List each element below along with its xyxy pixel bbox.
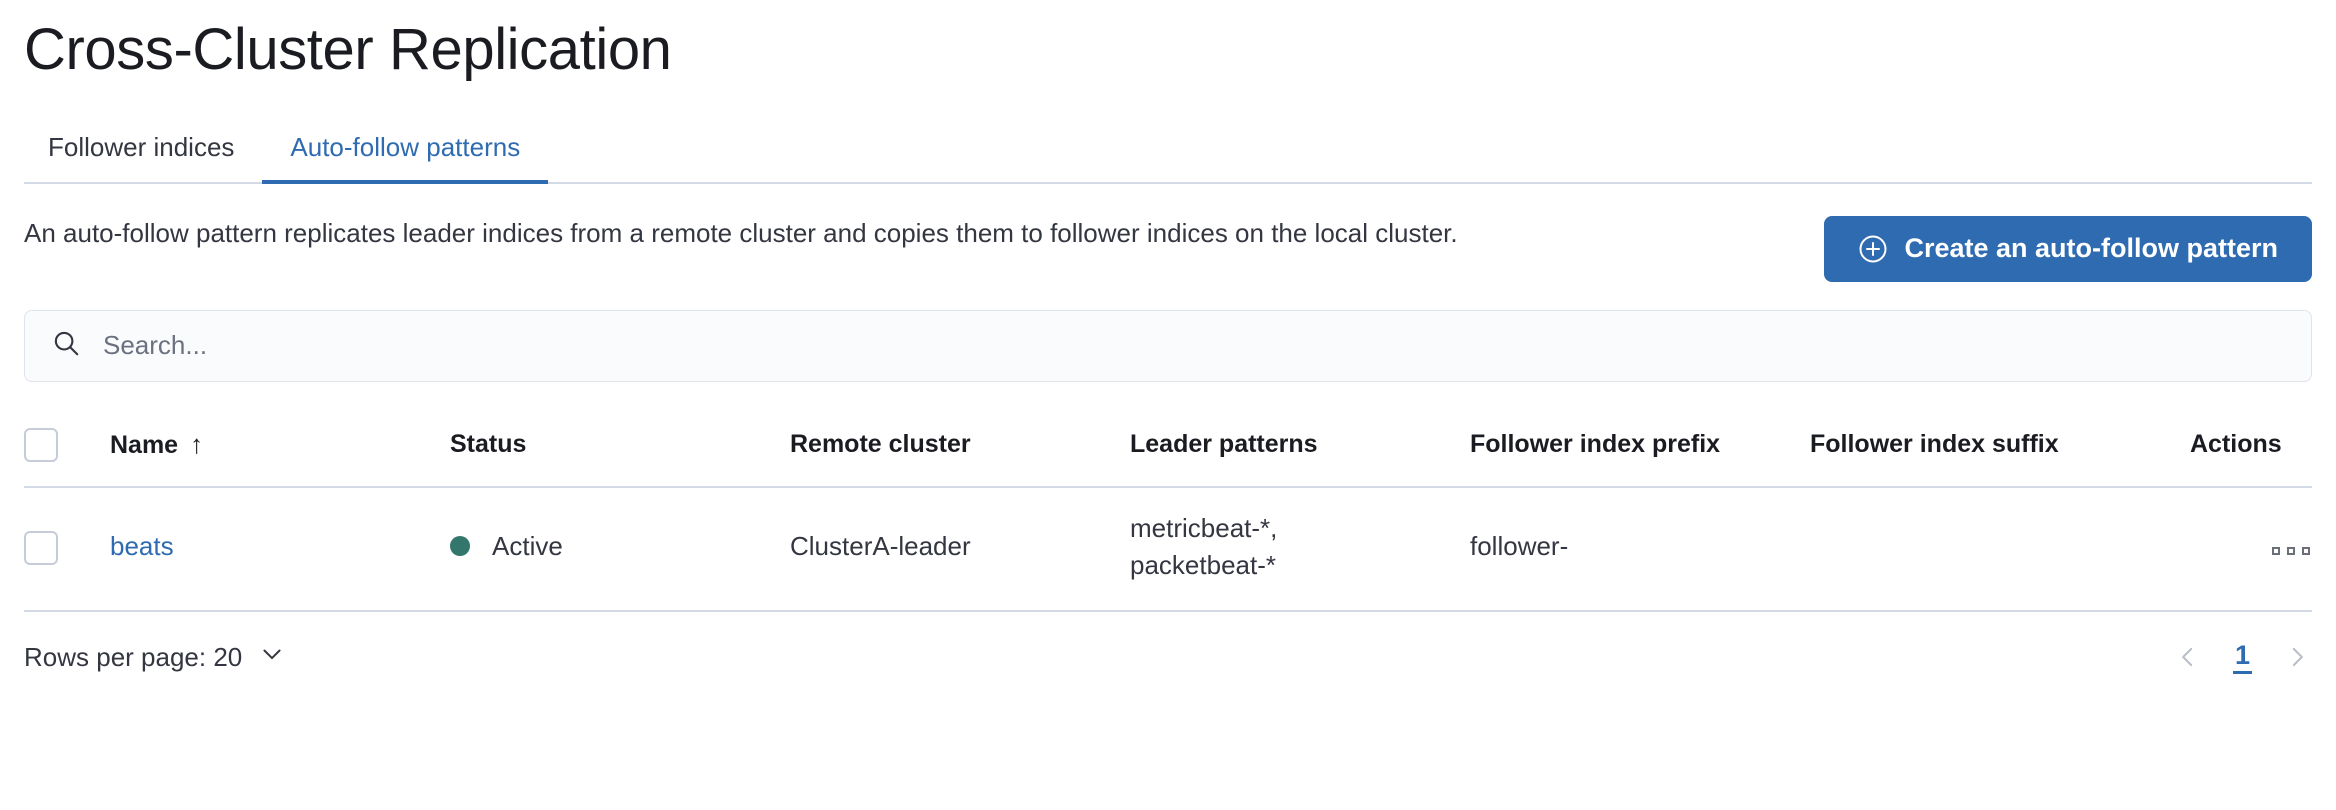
page-title: Cross-Cluster Replication	[24, 17, 672, 82]
auto-follow-patterns-table: Name ↑ Status Remote cluster Leader patte…	[24, 411, 2312, 612]
column-header-follower-index-prefix[interactable]: Follower index prefix	[1470, 411, 1810, 488]
column-header-remote-cluster[interactable]: Remote cluster	[790, 411, 1130, 488]
auto-follow-pattern-link[interactable]: beats	[110, 531, 174, 562]
table-row: beats Active ClusterA-leader metricbeat-…	[24, 486, 2312, 612]
cell-follower-index-prefix: follower-	[1470, 486, 1810, 612]
table-body: beats Active ClusterA-leader metricbeat-…	[24, 486, 2312, 612]
rows-per-page-selector[interactable]: Rows per page: 20	[24, 640, 286, 675]
search-icon	[51, 328, 81, 363]
search-input[interactable]	[101, 310, 2285, 381]
select-all-header	[24, 411, 110, 488]
create-auto-follow-pattern-button[interactable]: Create an auto-follow pattern	[1824, 215, 2312, 282]
table-header-row: Name ↑ Status Remote cluster Leader patte…	[24, 411, 2312, 488]
row-select-cell	[24, 486, 110, 612]
pagination-page-1[interactable]: 1	[2232, 640, 2252, 675]
column-header-follower-index-suffix[interactable]: Follower index suffix	[1810, 411, 2190, 488]
cell-leader-patterns: metricbeat-*, packetbeat-*	[1130, 486, 1470, 612]
cell-status: Active	[450, 486, 790, 612]
tab-follower-indices[interactable]: Follower indices	[24, 134, 262, 182]
chevron-right-icon[interactable]	[2282, 642, 2312, 672]
status-badge: Active	[450, 528, 563, 565]
column-header-leader-patterns[interactable]: Leader patterns	[1130, 411, 1470, 488]
create-button-label: Create an auto-follow pattern	[1904, 233, 2278, 264]
row-checkbox[interactable]	[24, 531, 58, 566]
status-dot-icon	[450, 535, 470, 556]
status-label: Active	[492, 530, 563, 561]
tab-auto-follow-patterns[interactable]: Auto-follow patterns	[262, 134, 549, 184]
cell-remote-cluster: ClusterA-leader	[790, 486, 1130, 612]
rows-per-page-label: Rows per page: 20	[24, 641, 243, 672]
chevron-left-icon[interactable]	[2173, 642, 2203, 672]
cell-name: beats	[110, 486, 450, 612]
column-header-name[interactable]: Name ↑	[110, 411, 450, 488]
ellipsis-horizontal-icon[interactable]	[2270, 541, 2312, 561]
column-header-name-label: Name	[110, 431, 179, 460]
intro-row: An auto-follow pattern replicates leader…	[24, 214, 2312, 282]
chevron-down-icon	[258, 640, 286, 675]
plus-in-circle-icon	[1858, 234, 1888, 264]
column-header-actions: Actions	[2190, 411, 2312, 488]
cell-actions	[2190, 486, 2312, 612]
tab-bar: Follower indices Auto-follow patterns	[24, 116, 2312, 184]
intro-description: An auto-follow pattern replicates leader…	[24, 217, 1458, 248]
cell-follower-index-suffix	[1810, 486, 2190, 612]
sort-ascending-icon: ↑	[190, 429, 204, 460]
pagination: 1	[2173, 640, 2312, 675]
ccr-page: Cross-Cluster Replication Follower indic…	[0, 10, 2336, 810]
search-bar[interactable]	[24, 309, 2312, 382]
table-head: Name ↑ Status Remote cluster Leader patte…	[24, 411, 2312, 488]
table-footer: Rows per page: 20 1	[24, 640, 2312, 675]
column-header-status[interactable]: Status	[450, 411, 790, 488]
select-all-checkbox[interactable]	[24, 427, 58, 462]
